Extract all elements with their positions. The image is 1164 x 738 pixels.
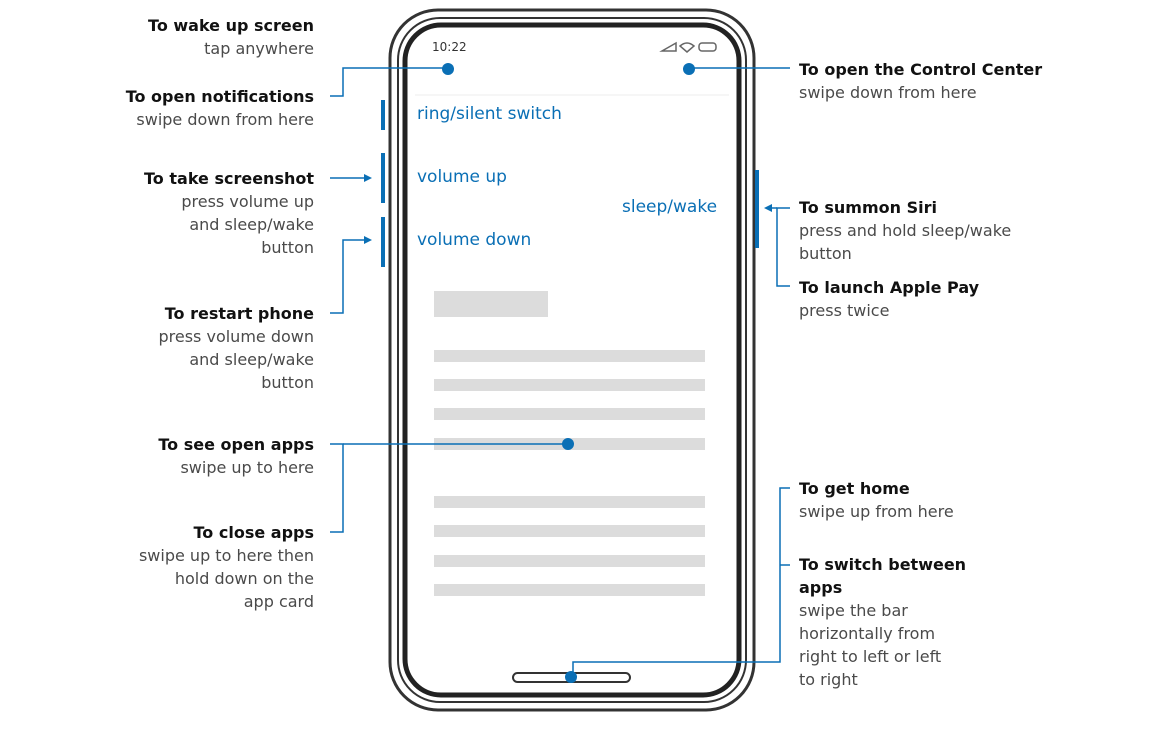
annotation-desc: swipe the bar horizontally from right to… <box>799 601 942 689</box>
restart-connector <box>330 239 366 314</box>
sleep-wake-button <box>755 170 759 248</box>
notifications-connector <box>330 67 447 97</box>
placeholder-line <box>434 584 705 596</box>
notifications-dot <box>442 63 454 75</box>
volume-up-label: volume up <box>417 167 507 187</box>
placeholder-line <box>434 525 705 537</box>
placeholder-line <box>434 350 705 362</box>
annotation-title: To restart phone <box>164 304 314 323</box>
restart-arrowhead <box>364 236 372 244</box>
annotation-title: To take screenshot <box>144 169 314 188</box>
home-dot <box>565 671 577 683</box>
ring-silent-switch <box>381 100 385 130</box>
annotation-title: To switch between apps <box>799 555 967 597</box>
annotation-desc: press volume down and sleep/wake button <box>158 327 314 392</box>
annotation-desc: swipe up to here then hold down on the a… <box>138 546 314 611</box>
annotation-desc: swipe down from here <box>799 83 977 102</box>
annotation-title: To launch Apple Pay <box>799 278 980 297</box>
status-time: 10:22 <box>432 40 467 54</box>
placeholder-line <box>434 379 705 391</box>
volume-down-label: volume down <box>417 230 532 250</box>
annotation-desc: swipe down from here <box>136 110 314 129</box>
annotation-get-home: To get home swipe up from here <box>799 477 954 523</box>
annotation-title: To get home <box>799 479 910 498</box>
annotation-desc: press twice <box>799 301 890 320</box>
battery-icon <box>698 42 717 52</box>
annotation-summon-siri: To summon Siri press and hold sleep/wake… <box>799 196 1011 265</box>
annotation-title: To close apps <box>193 523 314 542</box>
control-center-dot <box>683 63 695 75</box>
annotation-title: To open notifications <box>125 87 314 106</box>
wifi-icon <box>678 42 696 53</box>
annotation-switch-apps: To switch between apps swipe the bar hor… <box>799 553 966 691</box>
volume-up-button <box>381 153 385 203</box>
annotation-restart-phone: To restart phone press volume down and s… <box>158 302 314 394</box>
home-connector <box>572 487 790 676</box>
siri-arrowhead <box>764 204 772 212</box>
ring-silent-label: ring/silent switch <box>417 104 562 124</box>
annotation-desc: press and hold sleep/wake button <box>799 221 1012 263</box>
screenshot-arrowhead <box>364 174 372 182</box>
annotation-open-notifications: To open notifications swipe down from he… <box>126 85 314 131</box>
placeholder-line <box>434 496 705 508</box>
annotation-see-open-apps: To see open apps swipe up to here <box>158 433 314 479</box>
placeholder-header <box>434 291 548 317</box>
phone-mid-shell <box>397 17 747 703</box>
annotation-desc: press volume up and sleep/wake button <box>181 192 314 257</box>
annotation-title: To wake up screen <box>148 16 314 35</box>
annotation-wake-screen: To wake up screen tap anywhere <box>148 14 314 60</box>
phone-screen-border <box>402 22 742 698</box>
annotation-desc: tap anywhere <box>204 39 314 58</box>
annotation-control-center: To open the Control Center swipe down fr… <box>799 58 1042 104</box>
annotation-apple-pay: To launch Apple Pay press twice <box>799 276 979 322</box>
placeholder-line <box>434 555 705 567</box>
annotation-take-screenshot: To take screenshot press volume up and s… <box>144 167 314 259</box>
volume-down-button <box>381 217 385 267</box>
annotation-desc: swipe up to here <box>180 458 314 477</box>
apps-connector <box>330 443 344 533</box>
phone-outer-shell <box>388 8 756 712</box>
annotation-close-apps: To close apps swipe up to here then hold… <box>139 521 314 613</box>
siri-connector <box>776 207 790 287</box>
annotation-desc: swipe up from here <box>799 502 954 521</box>
annotation-title: To open the Control Center <box>799 60 1043 79</box>
annotation-title: To see open apps <box>158 435 314 454</box>
open-apps-dot <box>562 438 574 450</box>
sleep-wake-label: sleep/wake <box>622 197 718 217</box>
placeholder-line <box>434 408 705 420</box>
annotation-title: To summon Siri <box>799 198 937 217</box>
signal-icon <box>659 41 677 52</box>
